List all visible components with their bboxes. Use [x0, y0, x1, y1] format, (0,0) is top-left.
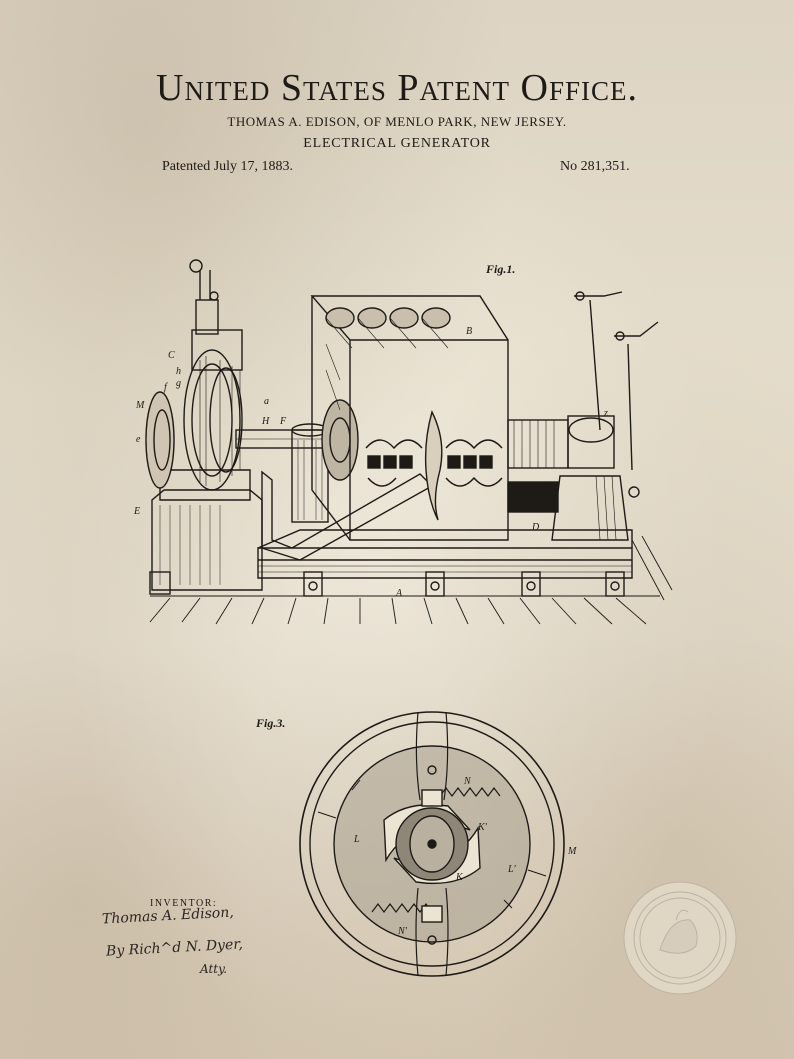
fig1-letter-E: E — [133, 506, 140, 517]
fig1-letter-M: M — [135, 400, 145, 411]
fig1-letter-f: f — [164, 382, 168, 393]
fig3-letter-N: N — [463, 776, 472, 787]
fig1-letter-h: h — [176, 366, 181, 377]
fig3-letter-N2: N' — [397, 926, 408, 937]
fig3-letter-K: K — [455, 872, 464, 883]
fig1-letter-D: D — [531, 522, 540, 533]
embossed-seal — [623, 881, 737, 995]
fig1-drawing: B C M e E A D a H F h f g z — [133, 259, 673, 625]
fig1-letter-a: a — [264, 396, 269, 407]
attorney-suffix: Atty. — [200, 962, 228, 976]
patent-number: No 281,351. — [560, 159, 630, 174]
fig1-letter-B: B — [466, 326, 472, 337]
fig1-letter-C: C — [168, 350, 175, 361]
fig3-letter-M: M — [567, 846, 577, 857]
fig1-letter-z: z — [603, 408, 608, 419]
patent-date: Patented July 17, 1883. — [162, 159, 294, 174]
fig1-label: Fig.1. — [486, 262, 516, 276]
inventor-title: INVENTOR: — [150, 898, 218, 909]
fig1-letter-F: F — [279, 416, 287, 427]
fig1-letter-A: A — [395, 588, 403, 599]
patent-name: ELECTRICAL GENERATOR — [303, 136, 491, 151]
fig1-letter-e: e — [136, 434, 141, 445]
fig3-letter-K2: K' — [477, 822, 488, 833]
inventor-line: THOMAS A. EDISON, OF MENLO PARK, NEW JER… — [227, 114, 567, 129]
fig3-label: Fig.3. — [256, 716, 286, 730]
fig1-letter-g: g — [176, 378, 181, 389]
fig3-letter-L2: L' — [507, 864, 517, 875]
fig1-letter-H: H — [261, 416, 270, 427]
fig3-letter-L: L — [353, 834, 360, 845]
page-title: United States Patent Office. — [156, 67, 638, 109]
fig3-drawing: N N' K K' L L' M — [299, 711, 577, 977]
